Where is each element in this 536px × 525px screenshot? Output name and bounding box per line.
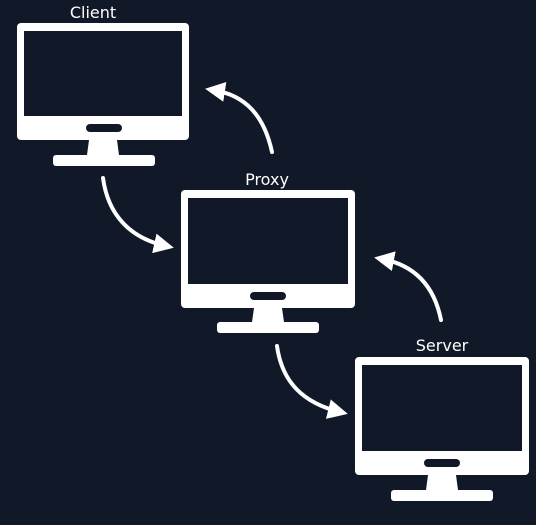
client-label: Client: [70, 3, 116, 22]
arrow-server-to-proxy: [374, 251, 443, 322]
arrow-proxy-to-client: [205, 81, 274, 154]
server-label: Server: [416, 336, 469, 355]
proxy-label: Proxy: [245, 170, 289, 189]
node-proxy: Proxy: [181, 170, 355, 333]
monitor-icon: [17, 23, 189, 166]
node-client: Client: [17, 3, 189, 166]
arrow-client-to-proxy: [101, 176, 174, 254]
node-server: Server: [355, 336, 529, 501]
monitor-icon: [181, 190, 355, 333]
monitor-icon: [355, 357, 529, 501]
arrow-proxy-to-server: [275, 344, 348, 419]
